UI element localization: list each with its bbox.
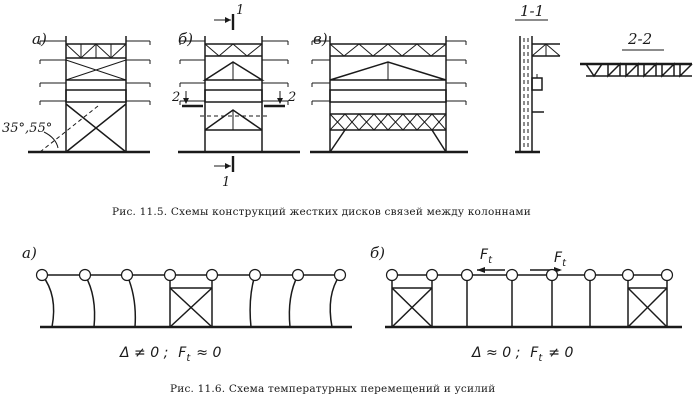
section-2-2-title: 2-2 [627,30,652,48]
fig-11-5-panel-v: в) [310,30,468,154]
lower-cross-bracing [65,103,127,153]
force-label-right: Ft [554,250,567,269]
caption-fig-11-6: Рис. 11.6. Схема температурных перемещен… [170,383,495,395]
beam-stubs-left [179,40,205,105]
column-head-nodes [35,268,347,282]
lower-truss [329,113,447,153]
section-mark-1-bottom: 1 [214,156,235,190]
fig-11-6-panel-a: а) Δ ≠ 0 ;Ft≈ 0 [22,244,352,364]
formula-b: Δ ≈ 0 ;Ft≠ 0 [471,345,573,364]
svg-text:1: 1 [236,3,244,18]
beam-stubs-right [126,40,151,105]
fig-11-5-panel-b: б) 1 [171,3,300,190]
panel-v-label: в) [313,30,328,48]
lower-truss [200,109,268,131]
svg-text:2: 2 [171,90,180,105]
panel-a-label: а) [22,244,37,262]
section-1-1-title: 1-1 [520,2,544,20]
section-mark-2-left: 2 [171,90,203,108]
cross-bracing [169,287,213,328]
vertical-columns [391,275,668,327]
crane-beam [65,89,127,103]
panel-b-label: б) [370,244,385,262]
beam-stubs-right [446,40,467,105]
panel-b-label: б) [178,30,193,48]
column-head-nodes [385,268,674,282]
beam-stubs-right [262,40,289,105]
upper-bracing-truss [65,43,127,59]
angle-guide-line [39,105,99,153]
leaning-columns [41,274,341,328]
formula-a: Δ ≠ 0 ;Ft≈ 0 [119,345,221,364]
force-arrows [477,267,562,273]
section-1-1-detail: 1-1 [515,2,561,154]
beam-stubs-left [39,40,66,105]
upper-bracing-truss [202,43,265,81]
caption-fig-11-5: Рис. 11.5. Схемы конструкций жестких дис… [112,206,531,218]
angle-arc [43,131,59,149]
svg-text:2: 2 [287,90,296,105]
section-mark-1-top: 1 [214,3,244,30]
upper-bracing-truss [329,43,447,81]
fig-11-6-panel-b: б) Ft Ft [370,244,682,364]
cross-bracing-right [627,287,668,328]
crane-beam [329,89,447,103]
beam-stubs-left [311,40,330,105]
angle-label: 35°,55° [2,121,52,136]
force-label-left: Ft [480,247,493,266]
panel-a-label: а) [32,30,47,48]
section-2-2-detail: 2-2 [580,30,693,78]
cross-bracing-left [391,287,433,328]
fig-11-5-panel-a: а) [2,30,151,154]
svg-text:1: 1 [222,175,230,190]
crane-beam [204,89,263,103]
middle-cross-bracing [65,59,127,81]
section-mark-2-right: 2 [264,90,296,108]
